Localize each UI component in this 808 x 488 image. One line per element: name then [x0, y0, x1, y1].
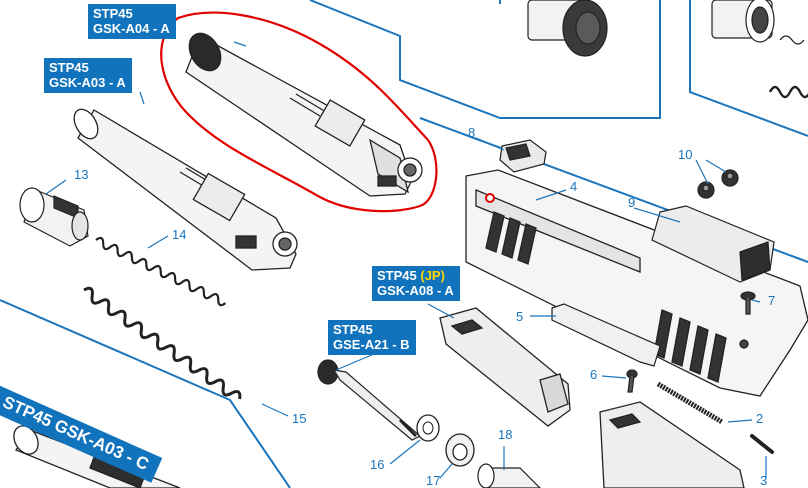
highlight-annotation: [160, 11, 438, 213]
part-17-nut: [445, 433, 475, 467]
outer-barrel-a04: [185, 32, 423, 197]
part-number-2: 2: [756, 411, 764, 426]
label-gsk-a04-line2: GSK-A04 - A: [93, 21, 170, 36]
part-number-13: 13: [74, 167, 89, 182]
part-number-16: 16: [370, 457, 385, 472]
top-right-barrel-part: [711, 0, 808, 99]
part-number-8: 8: [468, 125, 476, 140]
part-number-9: 9: [628, 195, 636, 210]
spring-15: [83, 286, 242, 400]
top-barrel-part: [527, 0, 608, 57]
part-number-18: 18: [498, 427, 513, 442]
part-number-17: 17: [426, 473, 441, 488]
part-number-7: 7: [768, 293, 776, 308]
part-3-pin: [750, 434, 774, 454]
spring-14: [95, 236, 227, 307]
part-2-spring: [656, 381, 724, 425]
label-gse-a21-b: STP45 GSE-A21 - B: [328, 320, 416, 355]
part-5-plate: [551, 303, 661, 367]
part-number-5: 5: [516, 309, 524, 324]
label-gsk-a03-line1: STP45: [49, 60, 89, 75]
part-7-screw: [740, 291, 756, 315]
label-gsk-a03-a: STP45 GSK-A03 - A: [44, 58, 132, 93]
label-gsk-a03-line2: GSK-A03 - A: [49, 75, 126, 90]
part-9-sight-plate: [651, 205, 775, 283]
leader-lines: [45, 41, 767, 479]
outer-barrel-a03: [73, 108, 298, 271]
part-number-10: 10: [678, 147, 693, 162]
label-a08-jp: (JP): [420, 268, 445, 283]
label-a08-prefix: STP45: [377, 268, 417, 283]
part-8-rear-sight: [499, 139, 547, 173]
part-10-screws: [697, 169, 739, 199]
label-gsk-a04-line1: STP45: [93, 6, 133, 21]
part-number-6: 6: [590, 367, 598, 382]
part-6-screw: [626, 369, 638, 393]
label-gse-line1: STP45: [333, 322, 373, 337]
part-13-bushing: [19, 187, 89, 247]
label-gsk-a08-a: STP45 (JP) GSK-A08 - A: [372, 266, 460, 301]
label-a08-line2: GSK-A08 - A: [377, 283, 454, 298]
part-number-14: 14: [172, 227, 187, 242]
part-16-washer: [416, 414, 440, 442]
part-number-4: 4: [570, 179, 578, 194]
label-gsk-a04-a: STP45 GSK-A04 - A: [88, 4, 176, 39]
part-4-slide: [465, 169, 808, 397]
part-number-3: 3: [760, 473, 768, 488]
part-18-cylinder: [477, 463, 541, 488]
part-number-15: 15: [292, 411, 307, 426]
label-gse-line2: GSE-A21 - B: [333, 337, 410, 352]
block-lower-right: [599, 401, 745, 488]
block-a08: [439, 307, 571, 427]
guide-rod-gse-a21: [317, 359, 422, 441]
